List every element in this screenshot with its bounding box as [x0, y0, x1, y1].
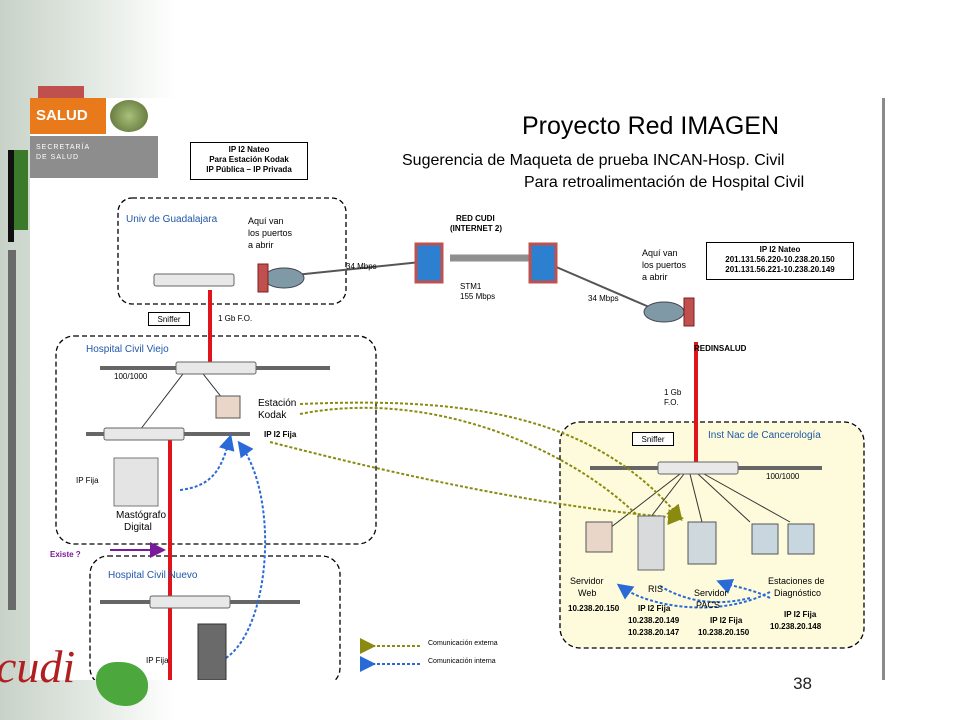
page-number: 38	[793, 674, 812, 693]
hcv-sniffer-box: Sniffer	[148, 312, 190, 326]
udg-ports-3: a abrir	[248, 240, 274, 250]
router-icon	[643, 301, 685, 323]
kodak-label-1: Estación	[258, 398, 297, 409]
hcv-fo-label: 1 Gb F.O.	[218, 314, 253, 323]
masto-label-1: Mastógrafo	[116, 510, 167, 521]
eagle-emblem-icon	[110, 100, 148, 132]
nat-left-box: IP I2 Nateo Para Estación Kodak IP Públi…	[190, 142, 308, 180]
ris-ip-3: 10.238.20.147	[628, 628, 680, 637]
stations-label-2: Diagnóstico	[774, 588, 822, 598]
hcn-group-box	[89, 555, 341, 680]
udg-title: Univ de Guadalajara	[126, 214, 218, 225]
accent-bar-green	[14, 150, 28, 230]
stm1-speed: 155 Mbps	[460, 292, 496, 301]
web-server-label-1: Servidor	[570, 576, 604, 586]
pacs-ip-2: 10.238.20.150	[698, 628, 750, 637]
diagram-title: Proyecto Red IMAGEN	[522, 112, 780, 140]
cudi-logo-text: cudi	[0, 641, 76, 692]
redinsalud-ports-3: a abrir	[642, 272, 668, 282]
accent-bar-dark	[8, 150, 14, 242]
hcn-ip-fija: IP Fija	[146, 656, 169, 665]
salud-logo-orange: SALUD	[30, 98, 106, 134]
incan-sniffer-box: Sniffer	[632, 432, 674, 446]
ris-server-icon	[637, 515, 665, 571]
nat-right-line3: 201.131.56.221-10.238.20.149	[725, 265, 835, 274]
ris-ip-1: IP I2 Fija	[638, 604, 671, 613]
udg-ports-2: los puertos	[248, 228, 293, 238]
redinsalud-fo-2: F.O.	[664, 398, 679, 407]
nat-left-line3: IP Pública – IP Privada	[206, 165, 292, 174]
pacs-label-2: PACS	[696, 600, 720, 610]
ris-label: RIS	[648, 584, 664, 594]
firewall-icon	[257, 263, 269, 293]
secretaria-line1: SECRETARÍA	[36, 144, 91, 151]
stm1-label: STM1	[460, 282, 482, 291]
existe-label: Existe ?	[50, 550, 81, 559]
legend-internal: Comunicación interna	[428, 658, 496, 665]
incan-speed: 100/1000	[766, 472, 800, 481]
hcv-ip-fija: IP Fija	[76, 476, 99, 485]
kodak-label-2: Kodak	[258, 410, 287, 421]
kodak-ip-label: IP I2 Fija	[264, 430, 297, 439]
switch-icon	[149, 595, 231, 609]
udg-ports-1: Aquí van	[248, 216, 284, 226]
switch-icon	[153, 273, 235, 287]
ris-ip-2: 10.238.20.149	[628, 616, 680, 625]
switch-icon	[103, 427, 185, 441]
cudi-label-1: RED CUDI	[456, 214, 495, 223]
nat-right-line2: 201.131.56.220-10.238.20.150	[725, 255, 835, 264]
salud-logo-gray: SECRETARÍA DE SALUD	[30, 136, 158, 178]
diagnostic-station-icon	[751, 523, 779, 555]
redinsalud-link-speed: 34 Mbps	[588, 294, 619, 303]
salud-logo: SALUD SECRETARÍA DE SALUD	[30, 98, 158, 178]
nat-right-line1: IP I2 Nateo	[759, 245, 801, 254]
redinsalud-ports-1: Aquí van	[642, 248, 678, 258]
salud-logo-text: SALUD	[36, 107, 88, 124]
router-icon	[263, 267, 305, 289]
core-switch-icon	[414, 242, 444, 284]
masto-label-2: Digital	[124, 522, 152, 533]
diagram-lines	[55, 197, 865, 680]
pacs-server-icon	[687, 521, 717, 565]
stations-label-1: Estaciones de	[768, 576, 825, 586]
scanner-icon	[197, 623, 227, 680]
udg-group-box	[117, 197, 347, 305]
accent-bar-red	[38, 86, 84, 100]
diagnostic-station-icon	[787, 523, 815, 555]
hcv-speed: 100/1000	[114, 372, 148, 381]
network-diagram: Proyecto Red IMAGEN Sugerencia de Maquet…	[30, 98, 885, 680]
pacs-label-1: Servidor	[694, 588, 728, 598]
cudi-label-2: (INTERNET 2)	[450, 224, 502, 233]
hcn-title: Hospital Civil Nuevo	[108, 570, 198, 581]
switch-icon	[657, 461, 739, 475]
redinsalud-ports-2: los puertos	[642, 260, 687, 270]
redinsalud-name: REDINSALUD	[694, 344, 747, 353]
udg-link-speed: 34 Mbps	[346, 262, 377, 271]
web-server-ip: 10.238.20.150	[568, 604, 620, 613]
nat-left-line1: IP I2 Nateo	[228, 145, 270, 154]
mexico-map-icon	[96, 662, 148, 706]
firewall-icon	[683, 297, 695, 327]
switch-icon	[175, 361, 257, 375]
web-server-label-2: Web	[578, 588, 597, 598]
redinsalud-fo-1: 1 Gb	[664, 388, 682, 397]
mammograph-icon	[113, 457, 159, 507]
stations-ip-1: IP I2 Fija	[784, 610, 817, 619]
nat-left-line2: Para Estación Kodak	[209, 155, 289, 164]
nat-right-box: IP I2 Nateo 201.131.56.220-10.238.20.150…	[706, 242, 854, 280]
stations-ip-2: 10.238.20.148	[770, 622, 822, 631]
diagram-subtitle-1: Sugerencia de Maqueta de prueba INCAN-Ho…	[402, 152, 785, 169]
accent-bar-gray	[8, 250, 16, 610]
core-switch-icon	[528, 242, 558, 284]
secretaria-line2: DE SALUD	[36, 154, 80, 161]
legend-external: Comunicación externa	[428, 640, 498, 647]
hcv-title: Hospital Civil Viejo	[86, 344, 169, 355]
pacs-ip-1: IP I2 Fija	[710, 616, 743, 625]
web-server-icon	[585, 521, 613, 553]
incan-title: Inst Nac de Cancerología	[708, 430, 821, 441]
kodak-workstation-icon	[215, 395, 241, 419]
diagram-subtitle-2: Para retroalimentación de Hospital Civil	[524, 174, 805, 191]
